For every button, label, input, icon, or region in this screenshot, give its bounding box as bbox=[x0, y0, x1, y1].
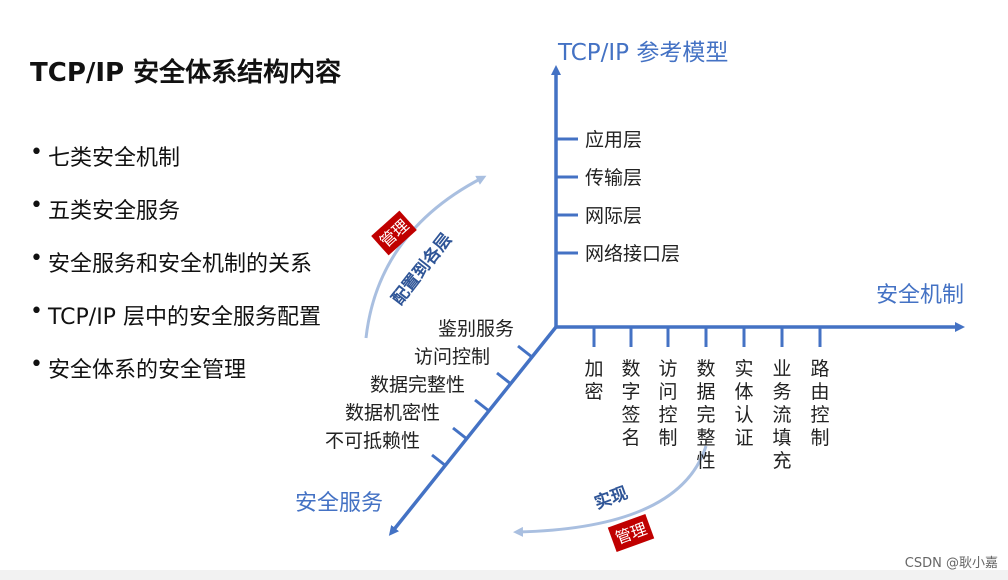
lower-badge-box bbox=[607, 513, 655, 553]
bullet-dot-icon: • bbox=[30, 140, 43, 165]
upper-badge: 管理 bbox=[371, 210, 417, 256]
mechanism-tick-label: 访问控制 bbox=[658, 358, 678, 449]
mechanism-tick-label: 业务流填充 bbox=[772, 358, 792, 472]
model-tick-label: 应用层 bbox=[585, 129, 642, 151]
service-tick bbox=[431, 453, 447, 468]
mechanism-tick-label: 实体认证 bbox=[734, 358, 754, 449]
upper-arc-arrow bbox=[364, 175, 487, 339]
service-tick bbox=[496, 371, 512, 386]
service-tick-label: 鉴别服务 bbox=[438, 318, 514, 340]
mechanism-tick-label: 路由控制 bbox=[810, 358, 830, 449]
service-tick bbox=[474, 398, 490, 413]
model-tick-label: 网际层 bbox=[585, 205, 642, 227]
mechanism-tick-label: 加密 bbox=[584, 358, 604, 403]
bullet-dot-icon: • bbox=[30, 299, 43, 324]
bullet-item: •安全服务和安全机制的关系 bbox=[30, 246, 313, 277]
service-tick-label: 数据完整性 bbox=[370, 374, 465, 396]
mechanism-axis-label: 安全机制 bbox=[876, 283, 964, 308]
mechanism-ticks bbox=[592, 327, 822, 347]
lower-arc-text: 实现 bbox=[592, 482, 631, 513]
lower-badge-text: 管理 bbox=[613, 519, 650, 548]
page-title: TCP/IP 安全体系结构内容 bbox=[30, 58, 342, 88]
mechanism-tick-label: 数据完整性 bbox=[696, 358, 716, 472]
model-tick-label: 网络接口层 bbox=[585, 243, 680, 265]
bullet-item: •五类安全服务 bbox=[30, 193, 181, 224]
bullet-item: •TCP/IP 层中的安全服务配置 bbox=[30, 299, 321, 330]
bullet-dot-icon: • bbox=[30, 193, 43, 218]
service-axis bbox=[388, 325, 558, 536]
model-axis-label: TCP/IP 参考模型 bbox=[557, 40, 728, 66]
service-tick bbox=[452, 426, 468, 441]
bullet-dot-icon: • bbox=[30, 352, 43, 377]
bullet-item: •安全体系的安全管理 bbox=[30, 352, 247, 383]
model-tick-label: 传输层 bbox=[585, 167, 642, 189]
service-tick-label: 不可抵赖性 bbox=[325, 430, 420, 452]
service-tick-label: 数据机密性 bbox=[345, 402, 440, 424]
upper-badge-box bbox=[371, 210, 417, 256]
model-ticks bbox=[556, 137, 578, 255]
service-tick bbox=[517, 344, 533, 359]
lower-arc-arrow bbox=[513, 445, 708, 537]
bullet-dot-icon: • bbox=[30, 246, 43, 271]
service-ticks bbox=[431, 344, 533, 468]
footer-band bbox=[0, 570, 1008, 580]
bullet-item: •七类安全机制 bbox=[30, 140, 181, 171]
watermark: CSDN @耿小嘉 bbox=[904, 556, 998, 571]
service-axis-label: 安全服务 bbox=[295, 491, 383, 516]
bullet-list: •七类安全机制 •五类安全服务 •安全服务和安全机制的关系 •TCP/IP 层中… bbox=[30, 140, 321, 405]
mechanism-tick-label: 数字签名 bbox=[621, 358, 641, 449]
service-tick-label: 访问控制 bbox=[414, 346, 490, 368]
